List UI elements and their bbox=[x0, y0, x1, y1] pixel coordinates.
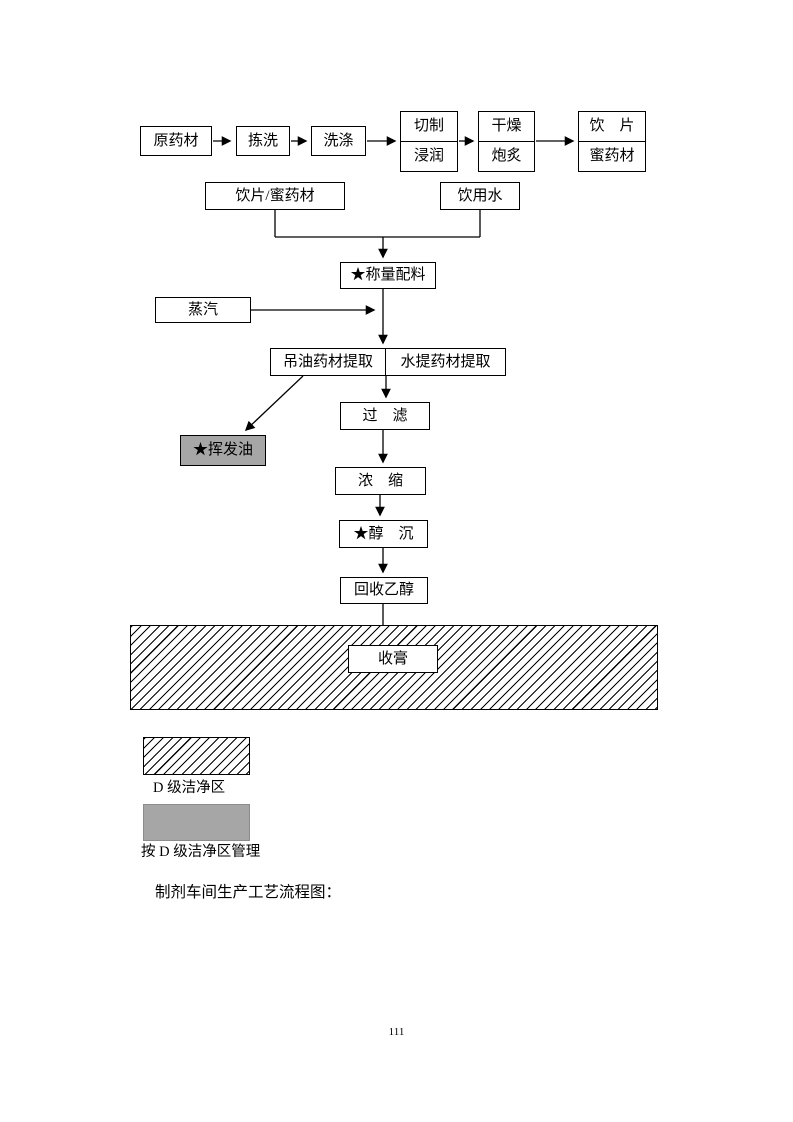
flow-cell-cutting: 切制 bbox=[413, 118, 444, 134]
flow-box-pieces-honey-combined: 饮片/蜜药材 bbox=[205, 182, 345, 210]
page-number: 111 bbox=[388, 1026, 405, 1038]
flow-label: 拣洗 bbox=[247, 132, 278, 149]
flow-label: ★醇 沉 bbox=[353, 525, 414, 542]
flow-cell-drying: 干燥 bbox=[491, 118, 522, 134]
flow-label: 收膏 bbox=[377, 650, 408, 667]
flow-cell-soaking: 浸润 bbox=[401, 141, 457, 171]
flow-box-volatile-oil: ★挥发油 bbox=[180, 435, 266, 466]
flow-box-raw-material: 原药材 bbox=[140, 126, 212, 156]
legend-gray-swatch bbox=[143, 804, 250, 841]
flow-box-collect-paste: 收膏 bbox=[348, 645, 438, 673]
flow-label: 蒸汽 bbox=[187, 301, 218, 318]
flow-box-concentration: 浓 缩 bbox=[335, 467, 426, 495]
flow-label: 洗涤 bbox=[323, 132, 354, 149]
flow-label: 回收乙醇 bbox=[353, 582, 414, 598]
flow-label: 原药材 bbox=[153, 132, 199, 149]
flow-label: 饮片/蜜药材 bbox=[235, 187, 315, 204]
flow-cell-pieces: 饮 片 bbox=[589, 118, 635, 134]
legend-gray-label: 按 D 级洁净区管理 bbox=[141, 844, 261, 860]
flow-box-extraction: 吊油药材提取 水提药材提取 bbox=[270, 348, 506, 376]
legend-hatch-label: D 级洁净区 bbox=[153, 780, 226, 796]
flow-cell-oil-extraction: 吊油药材提取 bbox=[282, 353, 373, 370]
flow-label: 浓 缩 bbox=[357, 472, 403, 489]
flow-cell-honey-material: 蜜药材 bbox=[579, 141, 645, 171]
flow-box-pieces-honey: 饮 片 蜜药材 bbox=[578, 111, 646, 172]
flow-box-alcohol-precipitation: ★醇 沉 bbox=[339, 520, 428, 548]
flow-label: 过 滤 bbox=[362, 407, 408, 424]
flow-box-weighing: ★称量配料 bbox=[340, 262, 436, 289]
flow-cell-water-extraction: 水提药材提取 bbox=[385, 349, 505, 375]
flow-box-steam: 蒸汽 bbox=[155, 297, 251, 323]
diagram-caption: 制剂车间生产工艺流程图： bbox=[155, 884, 342, 901]
flow-box-sorting: 拣洗 bbox=[236, 126, 290, 156]
flow-label: ★挥发油 bbox=[192, 442, 253, 458]
flow-box-ethanol-recovery: 回收乙醇 bbox=[340, 577, 428, 604]
flow-box-filtration: 过 滤 bbox=[340, 402, 430, 430]
flow-box-washing: 洗涤 bbox=[311, 126, 366, 156]
flow-box-drinking-water: 饮用水 bbox=[440, 182, 520, 210]
flow-box-cutting-soaking: 切制 浸润 bbox=[400, 111, 458, 172]
flow-cell-processing: 炮炙 bbox=[479, 141, 534, 171]
flow-label: ★称量配料 bbox=[350, 267, 426, 283]
flow-label: 饮用水 bbox=[457, 187, 503, 204]
flow-box-drying-processing: 干燥 炮炙 bbox=[478, 111, 535, 172]
legend-hatch-swatch bbox=[143, 737, 250, 775]
